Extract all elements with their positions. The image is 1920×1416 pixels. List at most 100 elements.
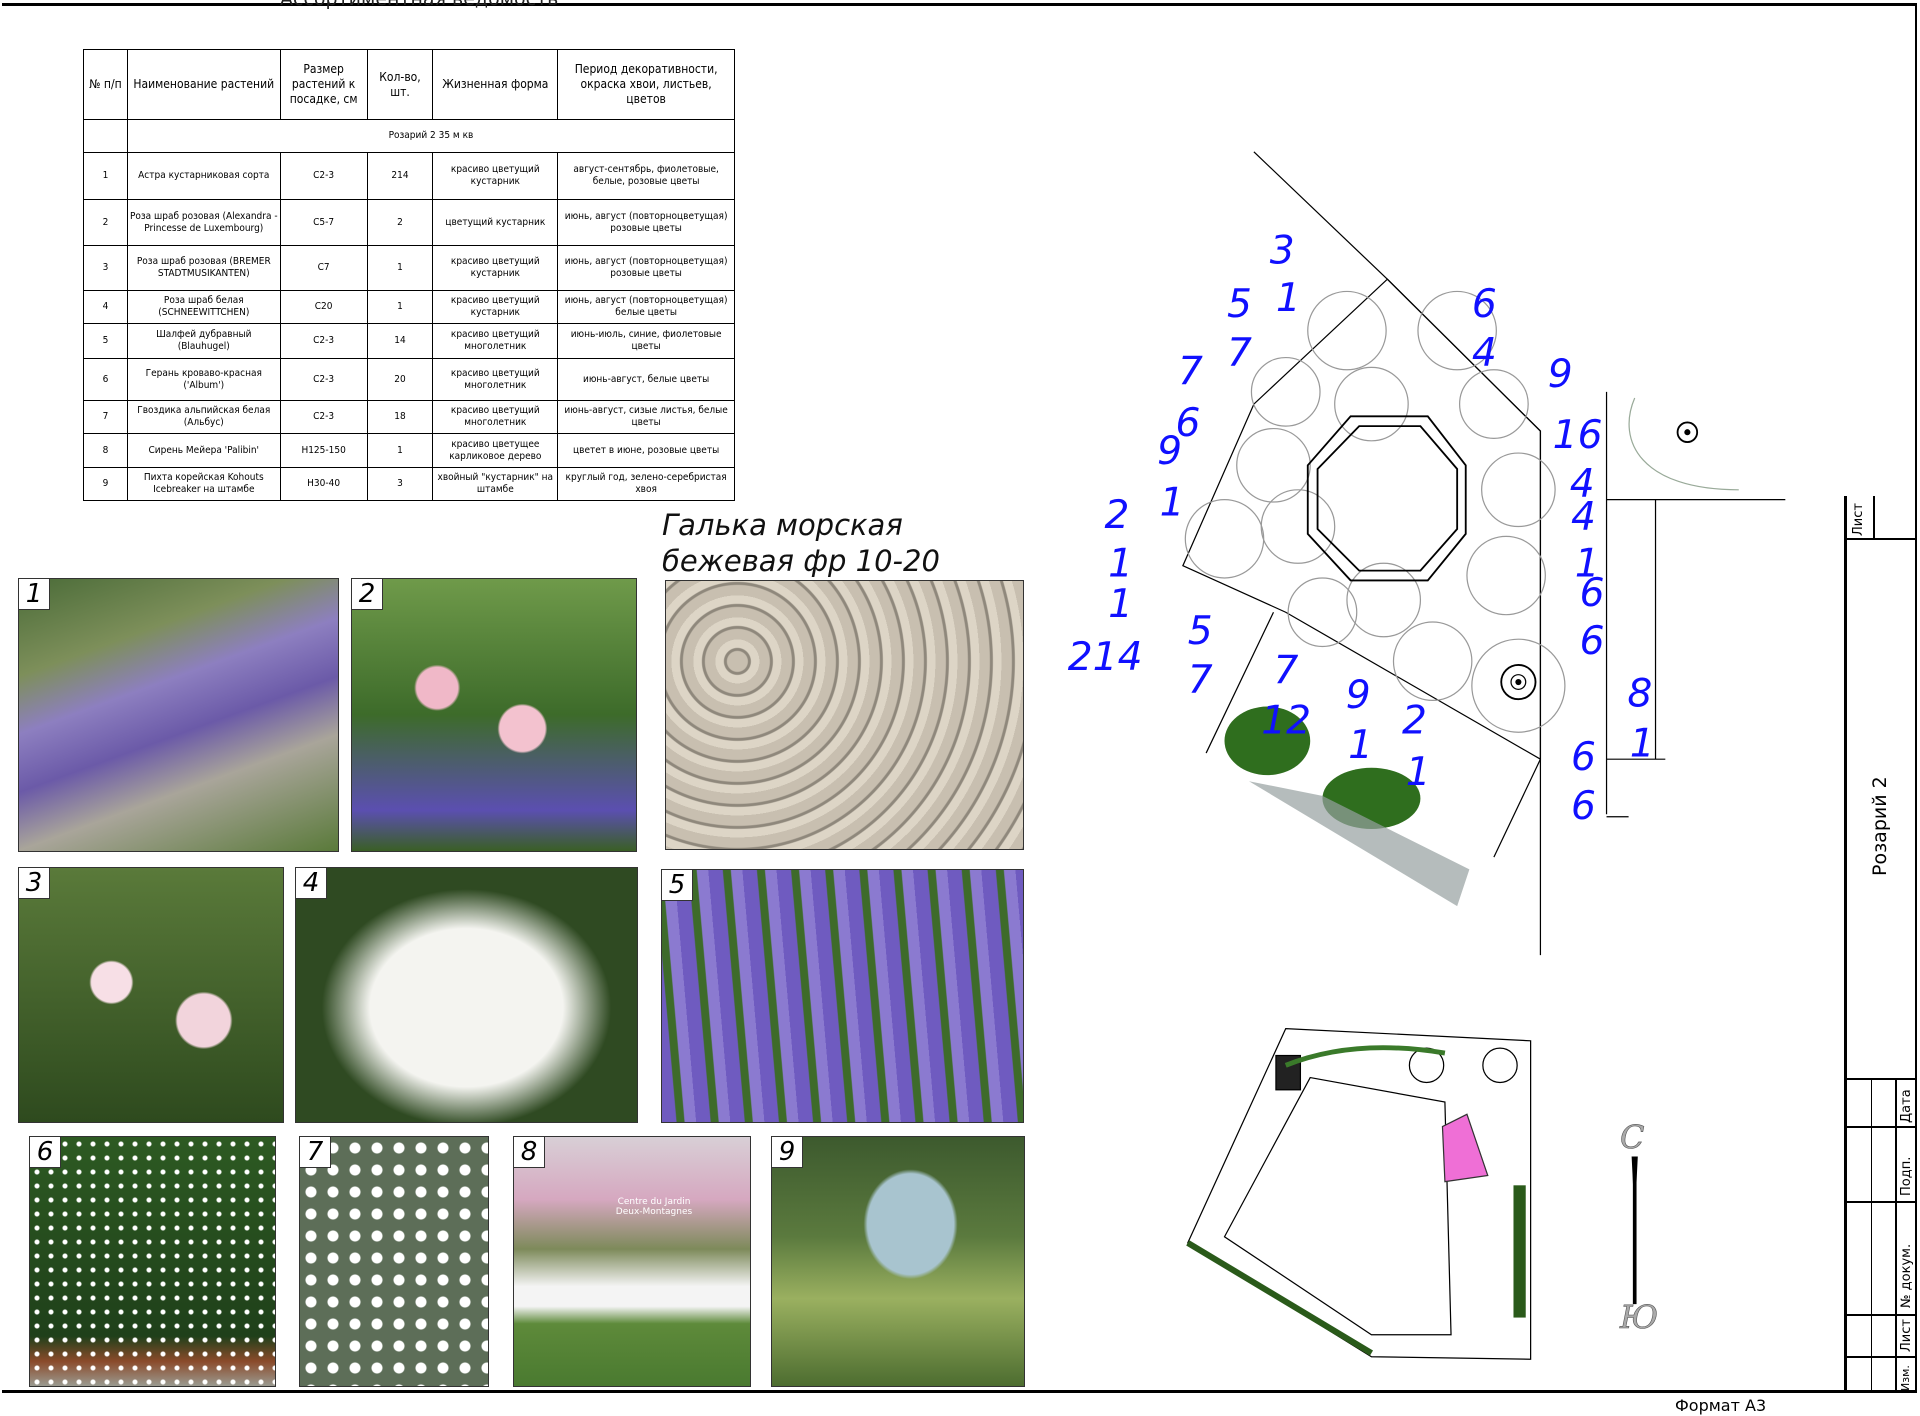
table-cell: 1 xyxy=(83,152,128,200)
table-cell: Роза шраб белая (SCHNEEWITTCHEN) xyxy=(126,290,281,324)
plan-label: 5 xyxy=(1188,609,1213,654)
photo-watermark: Centre du Jardin Deux-Montagnes xyxy=(615,1197,693,1217)
photo-rose-white: 4 xyxy=(295,867,638,1123)
izm-label: Изм. xyxy=(1899,1365,1912,1391)
table-cell: красиво цветущий кустарник xyxy=(432,152,559,200)
table-cell: красиво цветущий многолетник xyxy=(432,358,559,401)
plan-label: 9 xyxy=(1157,429,1182,474)
table-cell: 1 xyxy=(366,290,434,324)
table-cell: июнь-август, белые цветы xyxy=(557,358,735,401)
pebble-caption-line2: бежевая фр 10-20 xyxy=(662,544,940,578)
sheet-title: Розарий 2 xyxy=(1869,776,1891,876)
header-name: Наименование растений xyxy=(126,49,281,120)
compass-north: С xyxy=(1620,1118,1644,1156)
plan-label: 5 xyxy=(1227,282,1252,327)
plan-label: 214 xyxy=(1068,635,1143,680)
sheet-label: Лист xyxy=(1851,503,1866,536)
table-cell: июнь, август (повторноцветущая) розовые … xyxy=(557,199,735,246)
plan-label: 9 xyxy=(1548,352,1573,397)
photo-fir: 9 xyxy=(771,1136,1025,1387)
plan-label: 3 xyxy=(1270,228,1295,273)
table-cell: 3 xyxy=(366,467,434,501)
photo-number: 4 xyxy=(296,868,327,899)
plan-label: 1 xyxy=(1160,481,1185,526)
plan-labels: 3 1 5 7 6 4 7 6 9 1 9 16 4 4 1 6 6 2 1 1… xyxy=(1068,228,1655,829)
photo-number: 2 xyxy=(352,579,383,610)
plan-label: 1 xyxy=(1348,723,1373,768)
photo-salvia: 5 xyxy=(661,869,1024,1123)
table-cell: Пихта корейская Kohouts Icebreaker на шт… xyxy=(126,467,281,501)
table-cell: июнь-август, сизые листья, белые цветы xyxy=(557,400,735,434)
photo-number: 3 xyxy=(19,868,50,899)
plan-label: 7 xyxy=(1178,349,1203,394)
table-cell: H125-150 xyxy=(279,433,368,468)
table-cell: Герань кроваво-красная ('Album') xyxy=(126,358,281,401)
photo-number: 1 xyxy=(19,579,50,610)
plan-label: 6 xyxy=(1580,571,1605,616)
table-cell: август-сентябрь, фиолетовые, белые, розо… xyxy=(557,152,735,200)
plan-label: 12 xyxy=(1261,698,1311,743)
header-form: Жизненная форма xyxy=(432,49,559,120)
table-cell: C2-3 xyxy=(279,400,368,434)
photo-geranium: 6 xyxy=(29,1136,276,1387)
plan-label: 7 xyxy=(1227,331,1252,376)
header-no: № п/п xyxy=(83,49,128,120)
section-row: Розарий 2 35 м кв xyxy=(83,119,736,153)
plan-label: 6 xyxy=(1580,619,1605,664)
plan-label: 16 xyxy=(1553,413,1603,458)
table-cell: Роза шраб розовая (BREMER STADTMUSIKANTE… xyxy=(126,245,281,291)
plan-label: 9 xyxy=(1346,673,1371,718)
table-cell: 1 xyxy=(366,433,434,468)
table-cell: H30-40 xyxy=(279,467,368,501)
table-cell: июнь-июль, синие, фиолетовые цветы xyxy=(557,323,735,359)
plan-label: 6 xyxy=(1571,784,1596,829)
table-header-row: № п/п Наименование растений Размер расте… xyxy=(83,49,735,120)
photo-number: 6 xyxy=(30,1137,61,1168)
photo-number: 5 xyxy=(662,870,693,901)
drawing-frame xyxy=(2,3,1917,1393)
table-cell: C5-7 xyxy=(279,199,368,246)
header-period: Период декоративности, окраска хвои, лис… xyxy=(557,49,735,120)
plan-label: 8 xyxy=(1627,672,1652,717)
plan-label: 7 xyxy=(1188,658,1213,703)
plan-label: 6 xyxy=(1571,735,1596,780)
table-cell: красиво цветущее карликовое дерево xyxy=(432,433,559,468)
photo-pebbles xyxy=(665,580,1024,850)
sign-label: Подп. xyxy=(1899,1156,1914,1196)
table-cell: 1 xyxy=(366,245,434,291)
plan-label: 6 xyxy=(1472,282,1497,327)
section-label: Розарий 2 35 м кв xyxy=(126,119,736,153)
table-cell: Гвоздика альпийская белая (Альбус) xyxy=(126,400,281,434)
photo-aster: 1 xyxy=(18,578,339,852)
plan-label: 7 xyxy=(1273,648,1298,693)
plan-label: 1 xyxy=(1575,542,1600,587)
photo-rose-pink: 2 xyxy=(351,578,637,852)
photo-number: 8 xyxy=(514,1137,545,1168)
plan-label: 1 xyxy=(1108,542,1133,587)
title-block: Лист Розарий 2 Дата Подп. № докум. Лист … xyxy=(1844,496,1917,1393)
table-cell: 14 xyxy=(366,323,434,359)
table-cell: июнь, август (повторноцветущая) белые цв… xyxy=(557,290,735,324)
table-cell: 214 xyxy=(366,152,434,200)
table-cell: 9 xyxy=(83,467,128,501)
compass-south: Ю xyxy=(1619,1298,1658,1336)
table-cell: цветет в июне, розовые цветы xyxy=(557,433,735,468)
photo-rose-bremer: 3 xyxy=(18,867,284,1123)
table-cell: Сирень Мейера 'Palibin' xyxy=(126,433,281,468)
header-size: Размер растений к посадке, см xyxy=(279,49,368,120)
plan-label: 2 xyxy=(1402,698,1427,743)
pebble-caption-line1: Галька морская xyxy=(662,508,903,542)
doc-label: № докум. xyxy=(1899,1243,1914,1308)
plan-label: 4 xyxy=(1570,462,1595,507)
plant-spec-table: № п/п Наименование растений Размер расте… xyxy=(83,49,736,501)
table-cell: круглый год, зелено-серебристая хвоя xyxy=(557,467,735,501)
table-cell: 18 xyxy=(366,400,434,434)
list-label: Лист xyxy=(1899,1319,1914,1352)
table-cell: июнь, август (повторноцветущая) розовые … xyxy=(557,245,735,291)
